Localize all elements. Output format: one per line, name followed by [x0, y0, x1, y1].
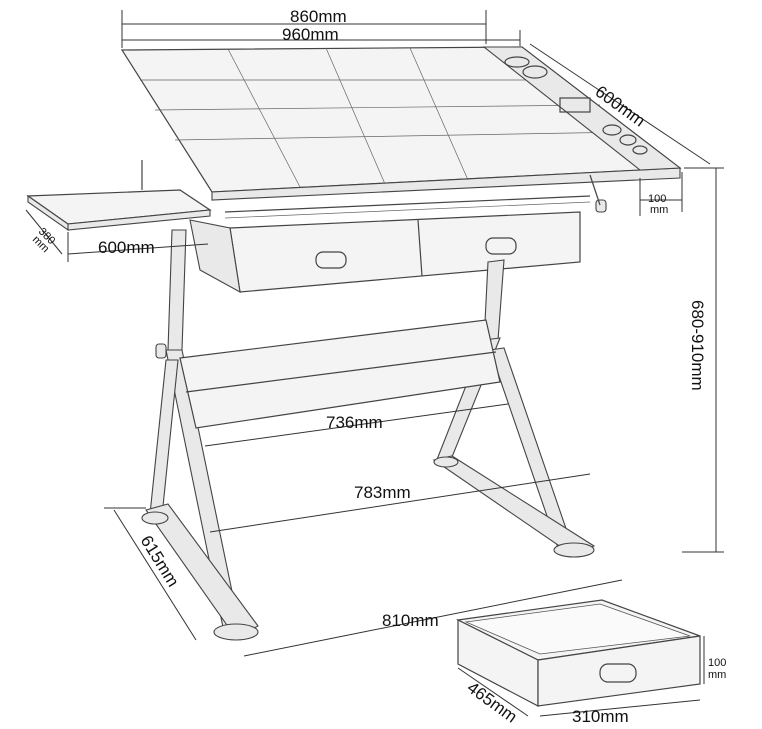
dim-height-range: 680-910mm [688, 300, 707, 391]
drawer-unit [189, 195, 591, 294]
dimension-lines [25, 10, 724, 657]
dim-top-total-width: 960mm [282, 25, 339, 44]
dim-lower-bar-width: 736mm [326, 413, 383, 432]
dim-top-inner-width: 860mm [290, 7, 347, 26]
drawer-height-unit: mm [708, 669, 726, 681]
frame-legs [141, 174, 607, 641]
table-top [120, 46, 682, 201]
drawer-detail [456, 599, 705, 717]
drawer-width: 310mm [572, 707, 629, 726]
dim-tray-depth-unit: mm [650, 204, 668, 216]
dim-base-total-width: 810mm [382, 611, 439, 630]
side-shelf [26, 160, 212, 232]
dim-tray-depth: 100 [648, 193, 666, 205]
dim-side-shelf-width: 600mm [98, 238, 155, 257]
drawer-height: 100 [708, 657, 726, 669]
dim-base-inner-width: 783mm [354, 483, 411, 502]
